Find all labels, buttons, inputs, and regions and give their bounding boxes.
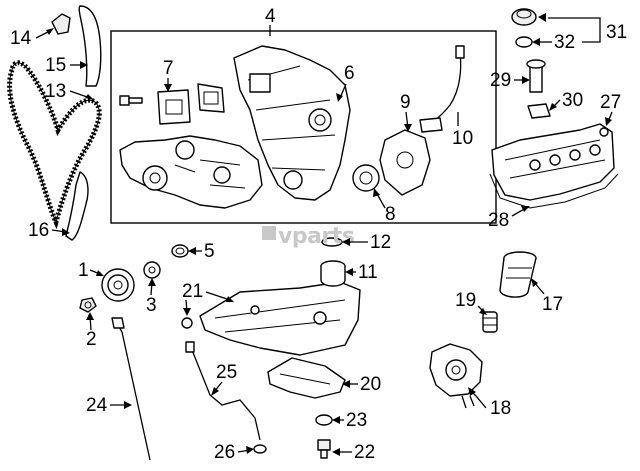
front-seal-part xyxy=(171,244,189,258)
breather-gasket-part xyxy=(527,103,551,119)
water-pump-part xyxy=(119,135,263,209)
callout-22: 22 xyxy=(354,442,375,463)
callout-1: 1 xyxy=(78,260,89,281)
oil-filter-part xyxy=(499,251,537,298)
callout-7: 7 xyxy=(163,58,174,79)
breather-tube-part xyxy=(526,59,546,93)
valve-cover-gasket-part xyxy=(489,173,619,209)
callout-23: 23 xyxy=(346,410,367,431)
dipstick-part xyxy=(111,317,151,461)
callout-14: 14 xyxy=(10,28,32,49)
callout-25: 25 xyxy=(216,362,237,383)
dipstick-guide-part xyxy=(185,341,261,441)
oil-filter-housing-part xyxy=(429,343,483,409)
oil-strainer-part xyxy=(320,260,346,287)
oil-pump-cover-part xyxy=(379,129,431,196)
callout-11: 11 xyxy=(358,262,378,283)
timing-cover-group-box xyxy=(110,30,497,224)
crank-pulley-part xyxy=(101,268,135,302)
callout-17: 17 xyxy=(542,294,563,315)
timing-cover-part xyxy=(233,45,351,201)
vparts-watermark: vparts xyxy=(262,224,355,249)
gasket-7b-part xyxy=(197,83,225,113)
callout-3: 3 xyxy=(146,295,157,316)
crank-gear-part xyxy=(143,261,161,279)
callout-26: 26 xyxy=(214,442,235,463)
oil-filler-cap-part xyxy=(511,8,537,26)
callout-16: 16 xyxy=(28,220,49,241)
callout-24: 24 xyxy=(86,395,108,416)
callout-20: 20 xyxy=(360,374,381,395)
callout-9: 9 xyxy=(400,92,411,113)
callout-30: 30 xyxy=(562,90,583,111)
callout-5: 5 xyxy=(204,241,215,262)
drain-gasket-part xyxy=(315,414,333,426)
callout-27: 27 xyxy=(600,92,621,113)
watermark-logo-icon xyxy=(262,226,276,240)
o-ring-part xyxy=(253,444,267,454)
chain-guide-part xyxy=(78,5,102,87)
crank-seal-part xyxy=(352,164,380,192)
callout-28: 28 xyxy=(488,210,509,231)
callout-10: 10 xyxy=(452,128,473,149)
watermark-text: vparts xyxy=(278,224,355,249)
lower-oil-pan-part xyxy=(267,357,346,399)
callout-15: 15 xyxy=(45,55,66,76)
valve-cover-part xyxy=(491,123,615,201)
dipstick-tube-part xyxy=(419,45,465,133)
callout-8: 8 xyxy=(385,204,396,225)
callout-18: 18 xyxy=(490,398,511,419)
upper-oil-pan-part xyxy=(199,281,361,356)
gasket-7b-hole xyxy=(203,91,219,105)
callout-19: 19 xyxy=(455,290,476,311)
drain-plug-part xyxy=(317,439,331,459)
callout-2: 2 xyxy=(86,329,97,350)
timing-chain-part xyxy=(7,60,102,230)
callout-32: 32 xyxy=(554,32,575,53)
callout-21: 21 xyxy=(182,281,203,302)
filter-element-part xyxy=(482,311,498,333)
filler-cap-gasket-part xyxy=(515,36,533,48)
pulley-bolt-part xyxy=(79,297,97,313)
callout-13: 13 xyxy=(45,81,66,102)
callout-29: 29 xyxy=(490,70,511,91)
callout-4: 4 xyxy=(265,6,276,27)
gasket-7a-part xyxy=(157,89,191,125)
callout-12: 12 xyxy=(370,232,391,253)
callout-31: 31 xyxy=(606,22,627,43)
bolt-part xyxy=(119,95,143,106)
gasket-7a-hole xyxy=(165,99,183,115)
oil-pan-plug-part xyxy=(181,317,193,329)
chain-tensioner-part xyxy=(51,13,71,35)
chain-damper-part xyxy=(65,171,89,241)
callout-6: 6 xyxy=(344,63,355,84)
oil-pump-cover-port xyxy=(396,151,414,169)
